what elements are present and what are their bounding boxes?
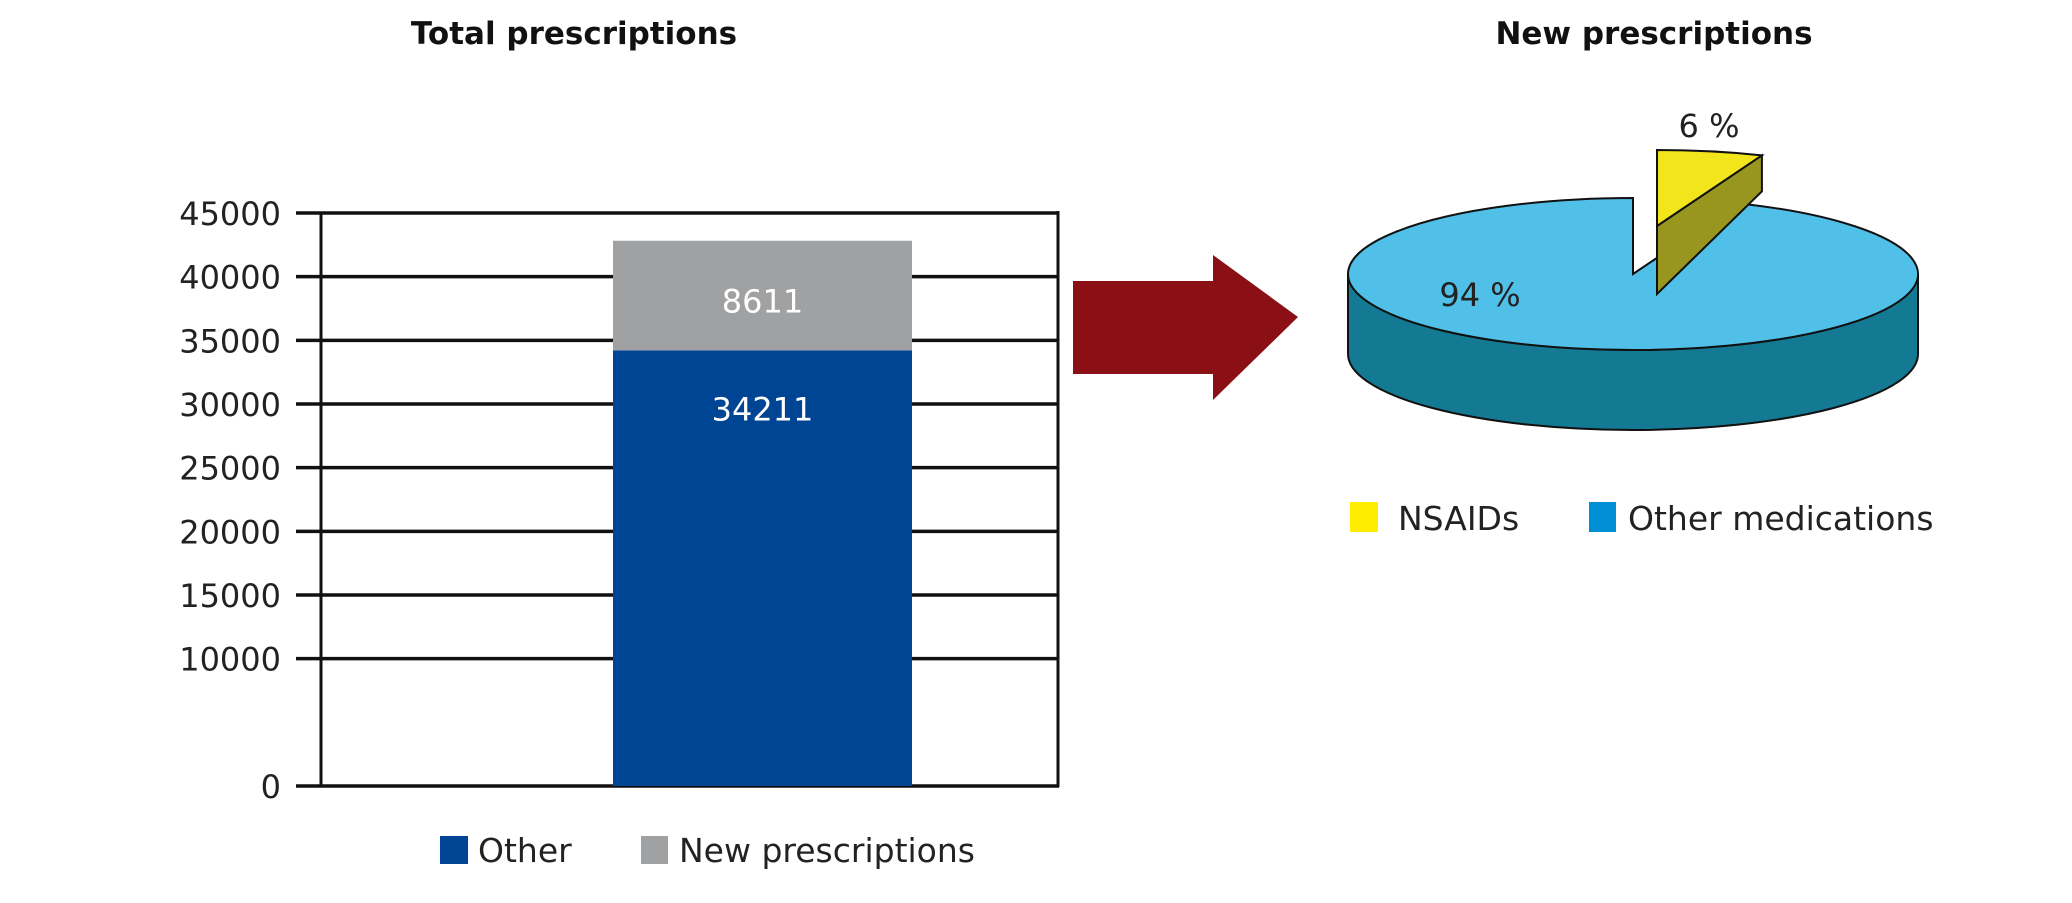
legend-label-new-prescriptions: New prescriptions	[679, 831, 975, 870]
legend-label-nsaids: NSAIDs	[1398, 499, 1519, 538]
y-tick-label: 30000	[179, 386, 281, 424]
bar-chart-title: Total prescriptions	[411, 16, 737, 52]
y-tick-label: 40000	[179, 259, 281, 297]
pie-slice-other-medications	[1347, 196, 1919, 351]
arrow-right-icon	[1073, 255, 1298, 400]
bar-segment	[613, 240, 912, 351]
y-axis-ticks: 0 10000 15000 20000 25000 30000 35000 40000 4500…	[179, 195, 281, 806]
pie-chart-title: New prescriptions	[1495, 16, 1812, 52]
y-tick-label: 10000	[179, 641, 281, 679]
y-tick-label: 25000	[179, 450, 281, 488]
y-tick-label: 15000	[179, 577, 281, 615]
pie	[1347, 148, 1919, 431]
pie-label-other-medications: 94 %	[1439, 276, 1520, 314]
y-tick-label: 0	[261, 768, 281, 806]
data-label-other: 34211	[712, 390, 814, 428]
legend-swatch-nsaids	[1350, 502, 1378, 532]
y-tick-label: 35000	[179, 322, 281, 360]
bar-legend: Other New prescriptions	[440, 831, 975, 870]
legend-label-other: Other	[478, 831, 572, 870]
bars	[613, 240, 912, 786]
pie-slice-nsaids	[1656, 148, 1765, 228]
legend-swatch-other-medications	[1589, 502, 1616, 532]
y-tick-label: 45000	[179, 195, 281, 233]
legend-label-other-medications: Other medications	[1628, 499, 1934, 538]
data-label-new-prescriptions: 8611	[722, 283, 803, 321]
legend-swatch-new-prescriptions	[641, 836, 668, 864]
y-tick-label: 20000	[179, 513, 281, 551]
legend-swatch-other	[440, 836, 468, 864]
pie-legend: NSAIDs Other medications	[1350, 499, 1934, 538]
pie-label-nsaids: 6 %	[1679, 107, 1740, 145]
bar-segment	[613, 350, 912, 786]
